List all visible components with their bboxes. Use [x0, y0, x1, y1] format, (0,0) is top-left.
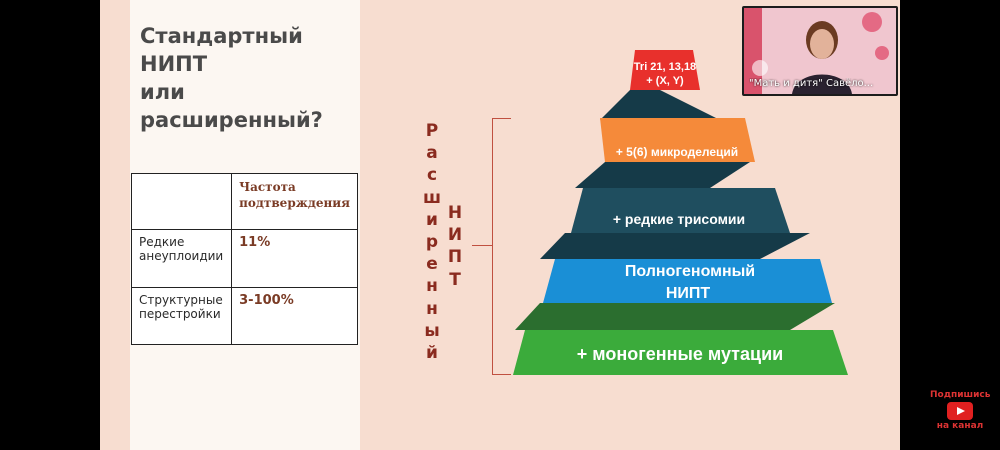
pyramid-level-1-text-1: Tri 21, 13,18	[634, 61, 696, 73]
comparison-table: Частота подтверждения Редкие анеуплоидии…	[130, 173, 358, 345]
table-row-value: 3-100%	[231, 286, 358, 345]
slide-title: Стандартный НИПТ или расширенный?	[140, 22, 360, 134]
table-row-label: Редкие анеуплоидии	[130, 229, 233, 288]
pyramid-diagram: Tri 21, 13,18 + (X, Y) + 5(6) микроделец…	[513, 50, 848, 375]
pyramid-level-4-text-1: Полногеномный	[625, 263, 755, 280]
presenter-face	[810, 29, 834, 59]
pyramid-level-1	[630, 50, 700, 90]
pyramid-level-2	[600, 118, 755, 162]
pyramid-level-2-text: + 5(6) микроделеций	[616, 145, 738, 159]
webcam-caption: "Мать и дитя" Савёло...	[749, 78, 874, 89]
pyramid-band	[600, 90, 720, 120]
table-header-row: Частота подтверждения	[130, 173, 358, 230]
pyramid-level-4	[543, 259, 832, 303]
subscribe-text-2: на канал	[936, 421, 984, 431]
table-row-label: Структурные перестройки	[130, 286, 233, 345]
pyramid-level-5	[513, 330, 848, 375]
table-row: Редкие анеуплоидии 11%	[130, 229, 358, 288]
table-header-cell	[130, 173, 233, 230]
subscribe-text-1: Подпишись	[930, 390, 991, 400]
bracket-tick	[472, 245, 492, 246]
pyramid-level-3-text: + редкие трисомии	[613, 211, 745, 227]
subscribe-badge[interactable]: Подпишись на канал	[930, 390, 990, 432]
presenter-body	[792, 74, 852, 94]
pyramid-band	[515, 303, 835, 330]
pyramid-level-3	[571, 188, 790, 233]
youtube-play-icon	[947, 402, 973, 420]
pyramid-band	[540, 233, 810, 259]
presenter-video	[744, 8, 896, 94]
slide-title-line-1: Стандартный НИПТ	[140, 24, 303, 76]
pyramid-level-1-text-2: + (X, Y)	[646, 75, 684, 87]
webcam-overlay[interactable]: "Мать и дитя" Савёло...	[742, 6, 898, 96]
table-header-cell: Частота подтверждения	[231, 173, 358, 230]
vertical-label-extended: Расширенный	[422, 121, 442, 364]
vertical-label-nipt: НИПТ	[447, 203, 463, 290]
table-row-value: 11%	[231, 229, 358, 288]
pyramid-band	[575, 162, 750, 188]
table-row: Структурные перестройки 3-100%	[130, 286, 358, 345]
bracket	[492, 118, 511, 375]
pyramid-level-5-text: + моногенные мутации	[577, 344, 783, 364]
slide-title-line-2: или расширенный?	[140, 80, 323, 132]
pyramid-level-4-text-2: НИПТ	[666, 285, 711, 302]
